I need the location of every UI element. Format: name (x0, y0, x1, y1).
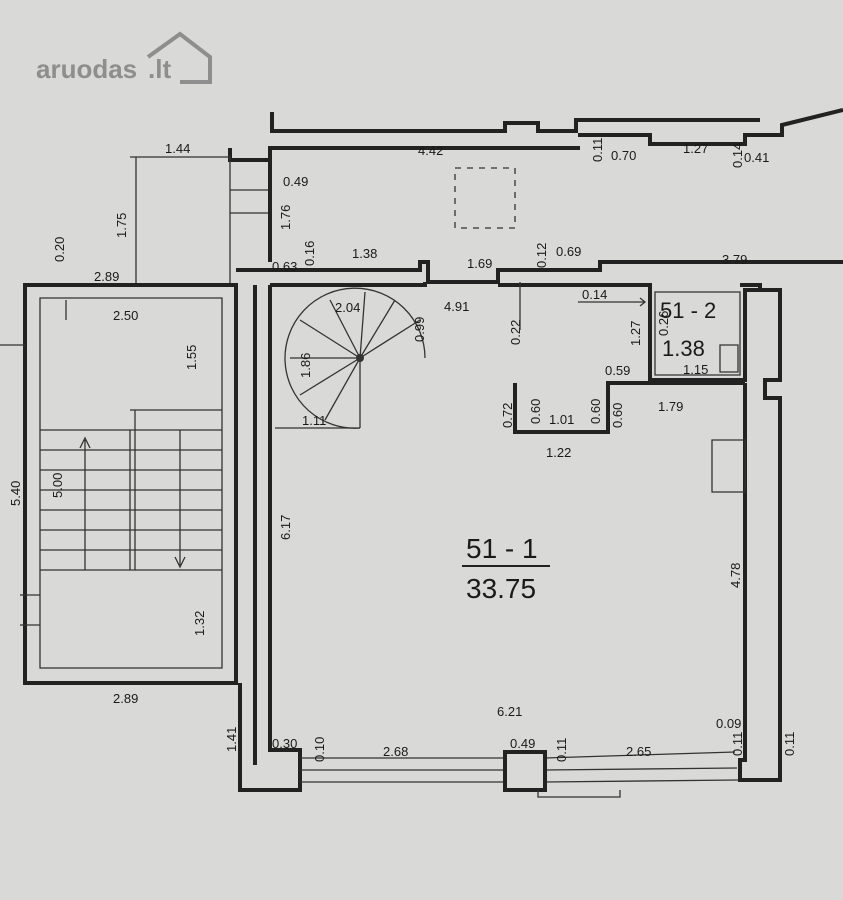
dim-label: 0.11 (730, 732, 745, 756)
dim-label: 0.30 (272, 736, 297, 751)
dim-label: 0.49 (283, 174, 308, 189)
dim-label: 1.86 (298, 353, 313, 378)
dim-label: 2.04 (335, 300, 360, 315)
spiral-stair (275, 287, 426, 429)
room-51-1-id: 51 - 1 (466, 533, 538, 564)
dim-label: 5.00 (50, 473, 65, 498)
dim-label: 0.99 (412, 317, 427, 342)
room-51-1-area: 33.75 (466, 573, 536, 604)
dim-label: 1.22 (546, 445, 571, 460)
dim-label: 6.21 (497, 704, 522, 719)
dim-label: 2.65 (626, 744, 651, 759)
room-51-2-area: 1.38 (662, 336, 705, 361)
dim-label: 0.60 (588, 399, 603, 424)
dim-label: 0.63 (272, 259, 297, 274)
dim-label: 0.69 (556, 244, 581, 259)
dim-label: 0.60 (610, 403, 625, 428)
dim-label: 0.26 (656, 311, 671, 336)
watermark-suffix: .lt (148, 54, 171, 84)
dim-label: 2.68 (383, 744, 408, 759)
dim-label: 0.60 (528, 399, 543, 424)
straight-stairs (40, 409, 222, 571)
dim-label: 5.40 (8, 481, 23, 506)
dim-label: 0.72 (500, 403, 515, 428)
room-51-2-label: 51 - 2 1.38 (660, 298, 716, 361)
dim-label: 0.59 (605, 363, 630, 378)
dim-label: 1.79 (658, 399, 683, 414)
up-arrow-icon (79, 436, 91, 570)
dim-label: 0.11 (782, 732, 797, 756)
dim-label: 2.89 (113, 691, 138, 706)
dim-label: 0.41 (744, 150, 769, 165)
down-arrow-icon (174, 430, 186, 569)
spiral-center-icon (356, 354, 364, 362)
dim-label: 1.32 (192, 611, 207, 636)
watermark-brand: aruodas (36, 54, 137, 84)
dim-label: 0.09 (716, 716, 741, 731)
dim-label: 1.11 (302, 413, 326, 428)
dim-label: 0.20 (52, 237, 67, 262)
dim-label: 1.75 (114, 213, 129, 238)
walls (20, 108, 843, 798)
dim-label: 4.78 (728, 563, 743, 588)
dim-label: 1.69 (467, 256, 492, 271)
room-51-1-label: 51 - 1 33.75 (462, 533, 550, 604)
dimension-lines (0, 282, 647, 346)
dim-label: 1.44 (165, 141, 190, 156)
dim-label: 1.27 (628, 321, 643, 346)
dim-label: 0.14 (582, 287, 607, 302)
dim-label: 0.11 (590, 138, 605, 162)
room-51-2-id: 51 - 2 (660, 298, 716, 323)
dim-label: 1.15 (683, 362, 708, 377)
dim-label: 1.76 (278, 205, 293, 230)
dim-label: 0.49 (510, 736, 535, 751)
dim-label: 3.79 (722, 252, 747, 267)
dim-label: 0.14 (730, 143, 745, 168)
dimension-labels: 1.44 4.42 0.70 1.27 0.41 0.49 2.89 0.63 … (94, 141, 769, 759)
dim-label: 2.50 (113, 308, 138, 323)
dim-label: 1.01 (549, 412, 574, 427)
dim-label: 0.11 (554, 738, 569, 762)
dim-label: 4.42 (418, 143, 443, 158)
house-icon (146, 31, 212, 84)
dim-label: 0.70 (611, 148, 636, 163)
dim-label: 2.89 (94, 269, 119, 284)
dim-label: 4.91 (444, 299, 469, 314)
dim-label: 1.55 (184, 345, 199, 370)
dim-label: 0.10 (312, 737, 327, 762)
dim-label: 6.17 (278, 515, 293, 540)
dim-label: 0.16 (302, 241, 317, 266)
dim-label: 0.22 (508, 320, 523, 345)
watermark-logo: aruodas .lt (36, 31, 212, 84)
dim-label: 1.27 (683, 141, 708, 156)
dim-label: 0.12 (534, 243, 549, 268)
dimension-labels-vertical: 0.11 0.14 1.75 1.76 0.20 0.16 0.12 1.55 … (8, 138, 797, 762)
dim-label: 1.41 (224, 727, 239, 752)
dim-label: 1.38 (352, 246, 377, 261)
